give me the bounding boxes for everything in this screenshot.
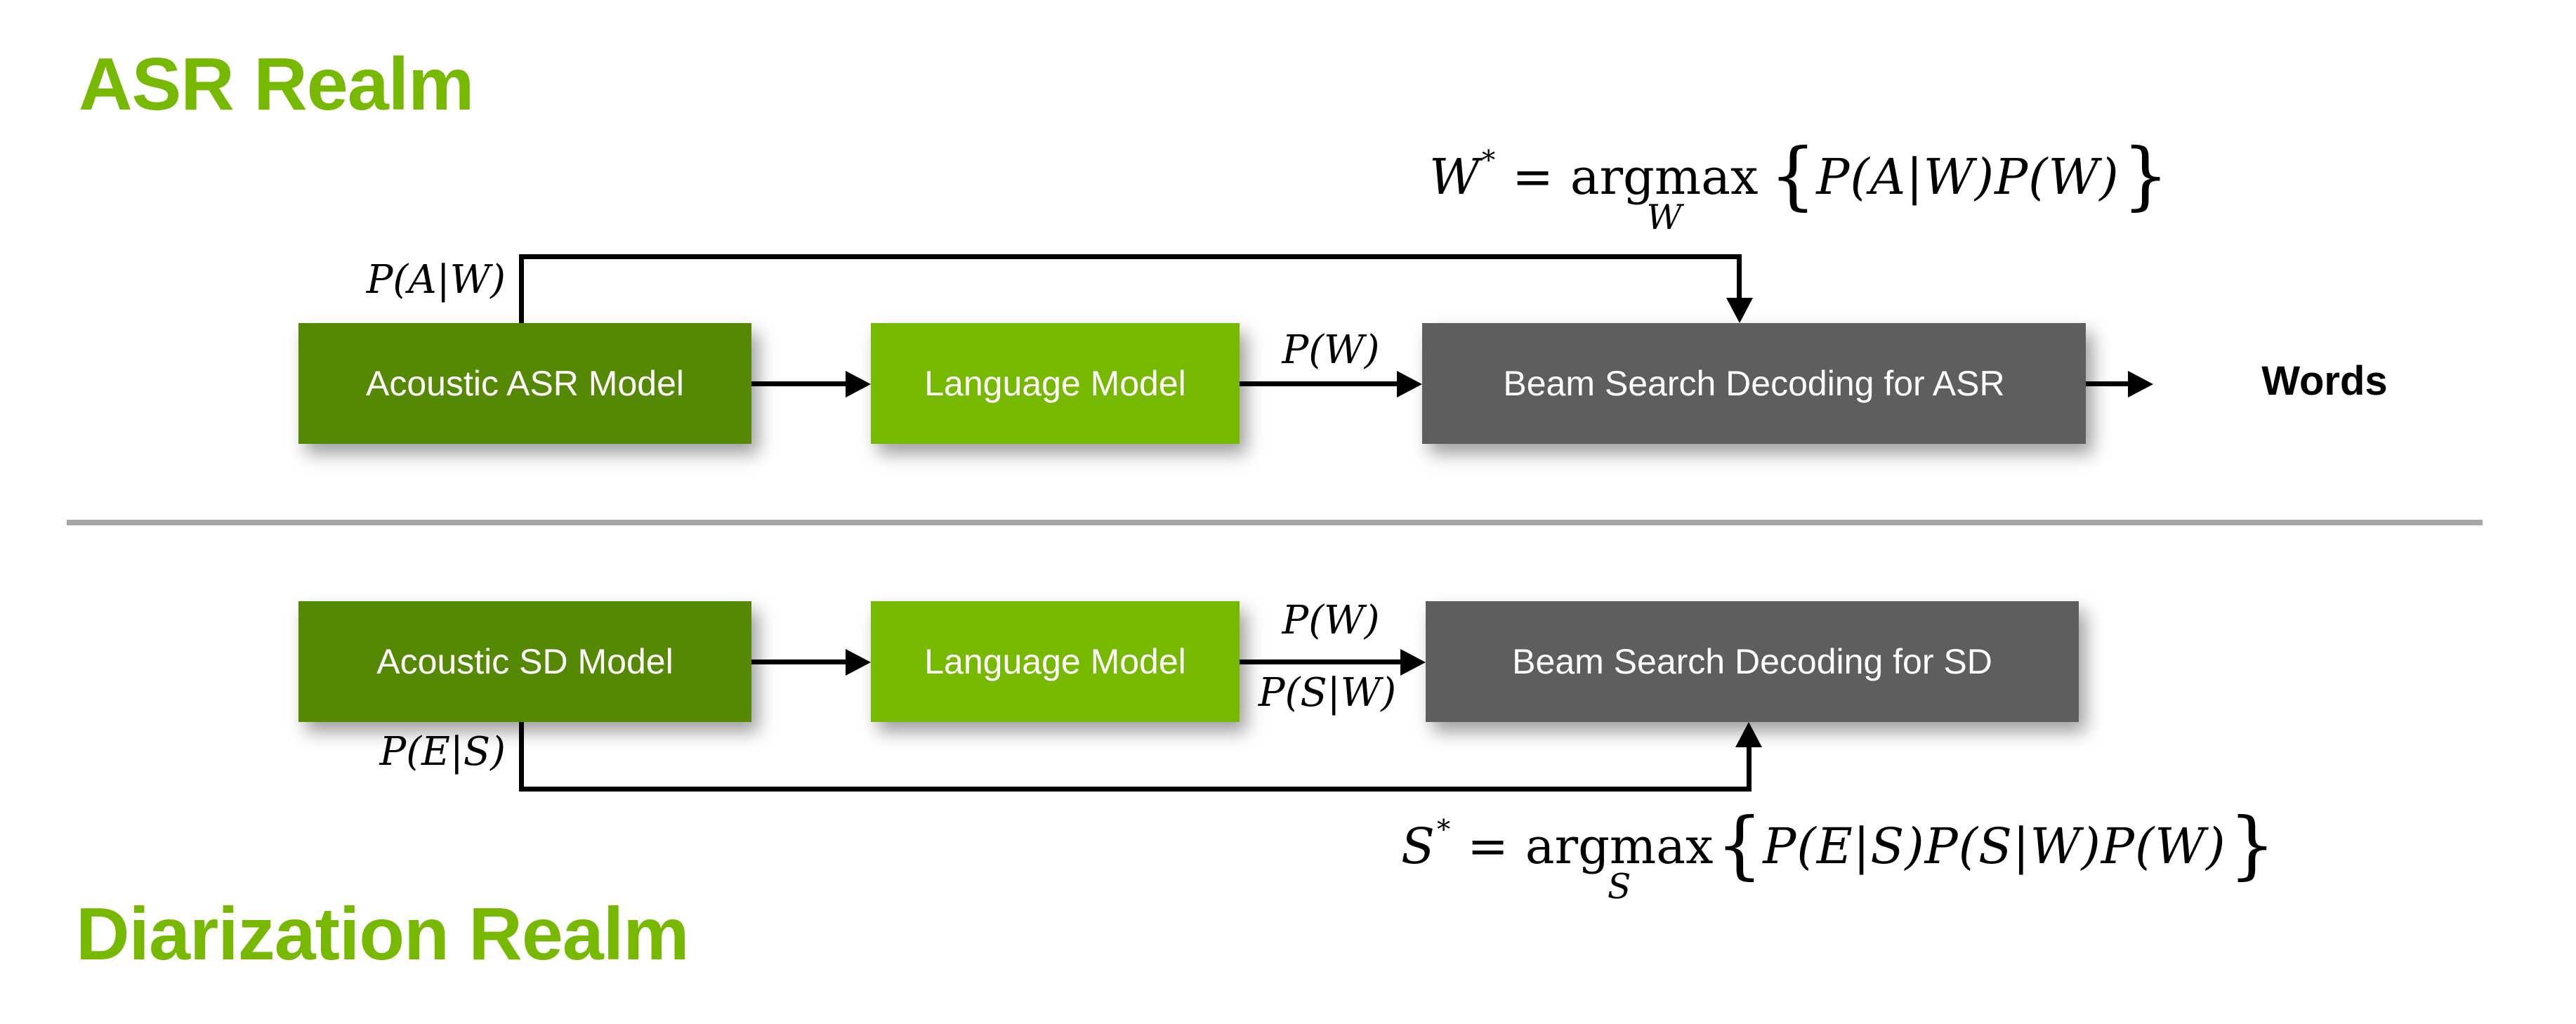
diarization-realm-title: Diarization Realm (76, 893, 689, 976)
beam-search-asr-box: Beam Search Decoding for ASR (1422, 323, 2086, 444)
asr-formula-left-brace: { (1769, 133, 1817, 218)
beam-search-sd-label: Beam Search Decoding for SD (1512, 641, 1992, 681)
sd-formula-lhs: S (1401, 818, 1435, 875)
sd-feedback-arrowhead-icon (1735, 722, 1762, 747)
asr-beam-to-words-arrowhead-icon (2128, 371, 2153, 398)
sd-formula-equals: = (1467, 818, 1509, 875)
acoustic-asr-model-label: Acoustic ASR Model (366, 363, 684, 403)
language-model-asr-label: Language Model (924, 363, 1186, 403)
sd-feedback-riser-line (1747, 743, 1752, 789)
asr-feedback-riser-line (519, 254, 524, 324)
asr-formula-body: P(A|W)P(W) (1816, 148, 2120, 206)
asr-formula-equals: = (1512, 148, 1553, 206)
asr-feedback-horizontal-line (519, 254, 1742, 259)
asr-language-to-beam-arrowhead-icon (1397, 371, 1422, 398)
sd-language-to-beam-line (1240, 659, 1402, 664)
asr-feedback-arrowhead-icon (1726, 298, 1753, 323)
words-output-label: Words (2261, 358, 2388, 404)
asr-feedback-drop-line (1737, 254, 1742, 303)
sd-formula-operator: argmax (1525, 818, 1714, 875)
sd-formula: S* = argmax S { P(E|S)P(S|W)P(W) } (1401, 802, 2276, 904)
asr-formula-argmax-wrap: argmax W (1570, 148, 1759, 235)
label-p-a-given-w: P(A|W) (366, 257, 506, 303)
asr-formula: W* = argmax W { P(A|W)P(W) } (1429, 133, 2169, 235)
sd-formula-right-brace: } (2228, 802, 2276, 888)
asr-acoustic-to-language-arrowhead-icon (846, 371, 871, 398)
sd-language-to-beam-arrowhead-icon (1400, 649, 1426, 676)
sd-feedback-drop-line (519, 722, 524, 792)
asr-beam-to-words-line (2086, 381, 2129, 386)
sd-formula-argmax-wrap: argmax S (1525, 818, 1714, 904)
sd-formula-body: P(E|S)P(S|W)P(W) (1763, 818, 2226, 875)
label-p-s-given-w: P(S|W) (1258, 670, 1397, 716)
asr-acoustic-to-language-line (751, 381, 848, 386)
acoustic-sd-model-box: Acoustic SD Model (298, 601, 751, 722)
sd-formula-star: * (1436, 813, 1451, 846)
acoustic-asr-model-box: Acoustic ASR Model (298, 323, 751, 444)
asr-formula-subscript: W (1646, 197, 1682, 237)
label-p-w-sd: P(W) (1282, 598, 1380, 643)
sd-acoustic-to-language-line (751, 659, 848, 664)
language-model-sd-label: Language Model (924, 641, 1186, 681)
asr-realm-title: ASR Realm (79, 43, 474, 126)
language-model-sd-box: Language Model (871, 601, 1240, 722)
language-model-asr-box: Language Model (871, 323, 1240, 444)
asr-formula-lhs: W (1429, 148, 1480, 206)
label-p-w-asr: P(W) (1282, 327, 1380, 373)
sd-acoustic-to-language-arrowhead-icon (846, 649, 871, 676)
label-p-e-given-s: P(E|S) (379, 729, 506, 775)
asr-formula-right-brace: } (2122, 133, 2169, 218)
section-divider (67, 520, 2483, 525)
sd-feedback-horizontal-line (519, 787, 1752, 792)
acoustic-sd-model-label: Acoustic SD Model (376, 641, 673, 681)
sd-formula-left-brace: { (1716, 802, 1763, 888)
sd-formula-subscript: S (1607, 866, 1631, 907)
asr-formula-operator: argmax (1570, 148, 1759, 206)
asr-formula-star: * (1481, 144, 1496, 176)
beam-search-sd-box: Beam Search Decoding for SD (1426, 601, 2079, 722)
asr-language-to-beam-line (1240, 381, 1398, 386)
beam-search-asr-label: Beam Search Decoding for ASR (1503, 363, 2005, 403)
